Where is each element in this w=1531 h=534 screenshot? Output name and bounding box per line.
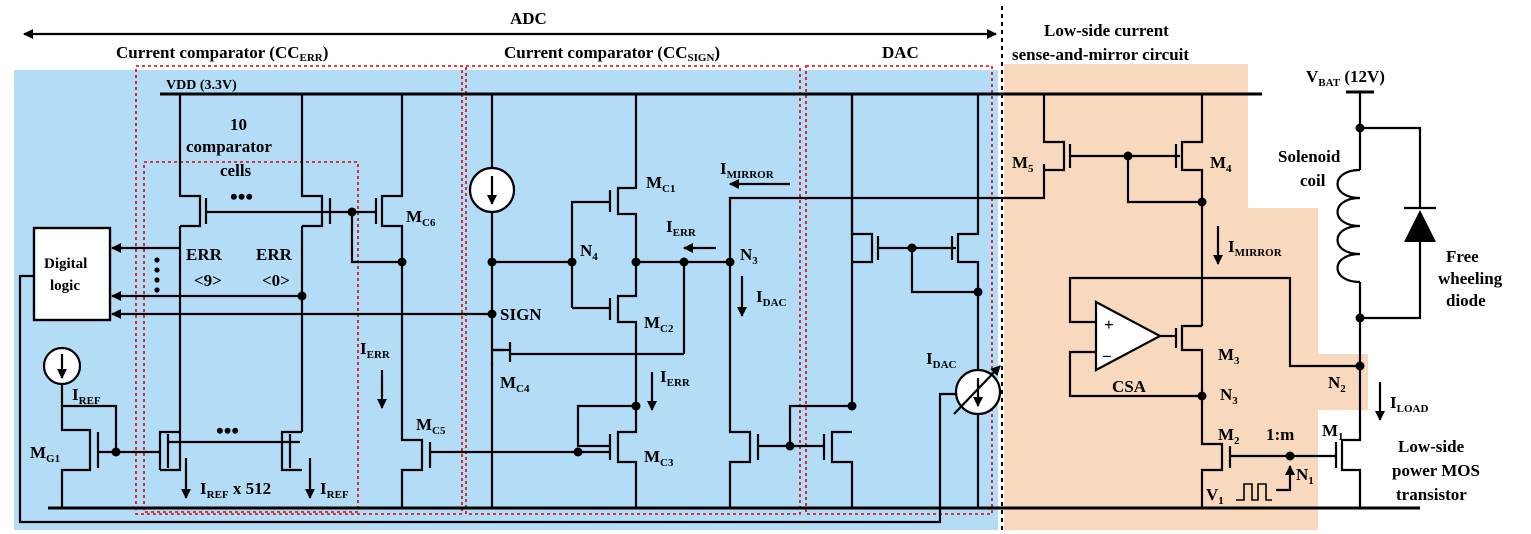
csa-minus: − xyxy=(1102,347,1112,366)
power-mos-label-3: transistor xyxy=(1396,485,1467,504)
n3-label-adc: N3 xyxy=(740,245,758,267)
vdots-1 xyxy=(154,257,160,263)
cc-sign-title: Current comparator (CCSIGN) xyxy=(504,43,720,64)
n4-label: N4 xyxy=(580,241,598,263)
mirror-ellipsis: ••• xyxy=(216,418,239,443)
m1-label: M1 xyxy=(1322,421,1344,443)
comparator-label: comparator xyxy=(186,137,272,156)
mc1-label: MC1 xyxy=(646,173,676,195)
imirror-label-adc: IMIRROR xyxy=(720,159,775,181)
sign-label: SIGN xyxy=(500,305,542,324)
v1-pulse-icon xyxy=(1236,483,1272,501)
mc6-label: MC6 xyxy=(406,207,436,229)
mc4-transistor xyxy=(490,342,684,508)
iref-mirror-bank xyxy=(158,226,304,472)
adc-title: ADC xyxy=(510,9,547,28)
err9-label: ERR xyxy=(186,245,223,264)
n1-label: N1 xyxy=(1296,465,1314,487)
csa-label: CSA xyxy=(1112,377,1147,396)
m3-transistor xyxy=(1174,324,1204,430)
gate-drive-arrow xyxy=(1276,465,1295,492)
cc-err-title: Current comparator (CCERR) xyxy=(116,43,328,64)
idac-variable-source xyxy=(953,365,1002,416)
mc1-transistor xyxy=(570,94,638,308)
power-mos-label-1: Low-side xyxy=(1398,437,1465,456)
m4-transistor xyxy=(1174,94,1204,326)
ierr-label-left: IERR xyxy=(360,339,391,361)
v1-label: V1 xyxy=(1206,485,1224,507)
ierr-label-mc3: IERR xyxy=(660,367,691,389)
solenoid-label-1: Solenoid xyxy=(1278,147,1341,166)
sense-mirror-region xyxy=(1004,64,1368,530)
vbat-terminal xyxy=(1346,90,1374,128)
vdd-label: VDD (3.3V) xyxy=(166,78,237,93)
csa-plus: + xyxy=(1104,315,1114,334)
solenoid-label-2: coil xyxy=(1300,171,1326,190)
free-label-3: diode xyxy=(1446,291,1486,310)
digital-to-dac-control xyxy=(18,274,964,524)
m3-label: M3 xyxy=(1218,345,1240,367)
cc-err-box xyxy=(135,65,463,515)
cells-ellipsis: ••• xyxy=(230,184,253,209)
dac-title: DAC xyxy=(882,43,919,62)
mg1-label: MG1 xyxy=(30,443,60,465)
solenoid-coil xyxy=(1336,128,1362,366)
err0-index: <0> xyxy=(262,271,290,290)
n3-label-sense: N3 xyxy=(1220,385,1238,407)
vdots-3 xyxy=(154,277,160,283)
iload-label: ILOAD xyxy=(1390,393,1428,415)
mc5-label: MC5 xyxy=(416,415,446,437)
cc-sign-box xyxy=(465,65,801,515)
iref512-label: IREF x 512 xyxy=(200,479,271,501)
sense-title-line2: sense-and-mirror circuit xyxy=(1012,45,1189,64)
mc3-transistor xyxy=(576,404,638,508)
ten-label: 10 xyxy=(230,115,247,134)
err9-index: <9> xyxy=(194,271,222,290)
err0-label: ERR xyxy=(256,245,293,264)
idac-label-source: IDAC xyxy=(926,349,957,371)
mc2-transistor xyxy=(572,262,638,406)
m2-label: M2 xyxy=(1218,425,1240,447)
digital-logic-label-1: Digital xyxy=(44,256,87,272)
dac-box xyxy=(805,65,993,515)
ratio-label: 1:m xyxy=(1266,425,1294,444)
n2-label: N2 xyxy=(1328,373,1346,395)
mc2-label: MC2 xyxy=(644,313,674,335)
imirror-label-sense: IMIRROR xyxy=(1228,237,1283,259)
mc4-label: MC4 xyxy=(500,373,530,395)
mc3-label: MC3 xyxy=(644,447,674,469)
dac-pmos-pair xyxy=(850,94,980,508)
iref-label: IREF xyxy=(72,385,101,407)
vbat-label: VBAT (12V) xyxy=(1306,67,1385,89)
iref-cell-label: IREF xyxy=(320,479,349,501)
adc-region xyxy=(14,70,998,530)
vdots-2 xyxy=(154,267,160,273)
m1-transistor xyxy=(1334,366,1362,508)
power-mos-label-2: power MOS xyxy=(1392,461,1480,480)
digital-logic-label-2: logic xyxy=(50,278,80,294)
m5-label: M5 xyxy=(1012,153,1034,175)
mg1-transistor xyxy=(60,406,160,508)
digital-logic-block xyxy=(32,226,112,322)
free-label-1: Free xyxy=(1446,247,1479,266)
iref-wire xyxy=(60,384,118,452)
sense-title-line1: Low-side current xyxy=(1044,21,1169,40)
freewheeling-diode xyxy=(1360,126,1436,320)
free-label-2: wheeling xyxy=(1438,269,1503,288)
csa-opamp xyxy=(1068,276,1360,398)
m4-label: M4 xyxy=(1210,153,1232,175)
m2-transistor xyxy=(1200,430,1336,508)
n3-to-m5-wire xyxy=(728,164,1046,262)
cells-label: cells xyxy=(220,161,252,180)
ierr-label-n3: IERR xyxy=(666,217,697,239)
comparator-cells-pmos xyxy=(178,94,376,228)
vdots-4 xyxy=(154,287,160,293)
idac-label-n3: IDAC xyxy=(756,287,787,309)
